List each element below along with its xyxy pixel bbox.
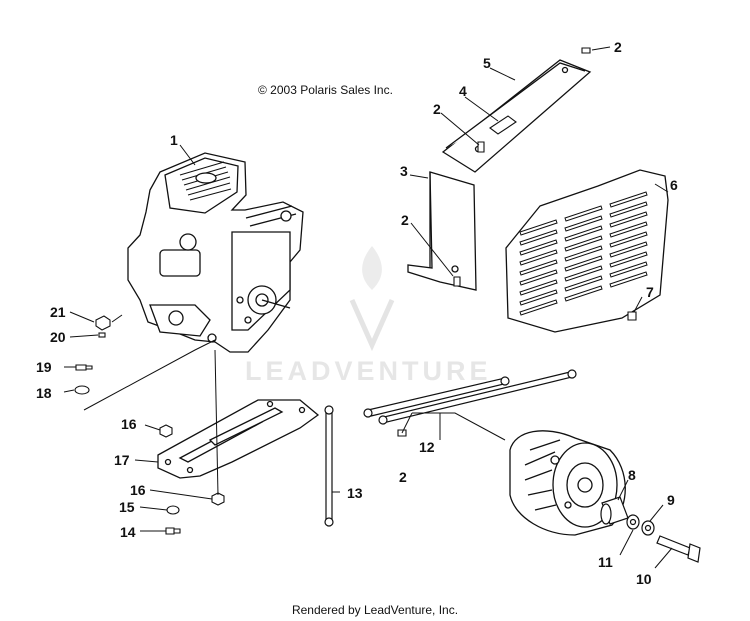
callout-2: 2 xyxy=(433,101,441,117)
engine-part-1 xyxy=(127,152,304,353)
grille-slot xyxy=(609,241,648,258)
cover-plate-part-5 xyxy=(441,59,592,173)
grille-slot xyxy=(519,289,558,306)
grille-slot xyxy=(564,285,603,302)
grille-slot xyxy=(519,239,558,256)
callout-19: 19 xyxy=(36,359,52,375)
callout-16: 16 xyxy=(121,416,137,432)
screw-part-2-bracket xyxy=(453,276,461,287)
grille-slot xyxy=(519,219,558,236)
grille-slot xyxy=(609,191,648,208)
callout-18: 18 xyxy=(36,385,52,401)
rendered-by-footer: Rendered by LeadVenture, Inc. xyxy=(291,603,459,617)
grille-slot xyxy=(609,251,648,268)
watermark-logo xyxy=(349,246,395,352)
mounting-plate-part-17 xyxy=(157,399,320,479)
grille-slot xyxy=(519,259,558,276)
grille-slot xyxy=(609,271,648,288)
grille-slot xyxy=(564,215,603,232)
grille-slot xyxy=(519,299,558,316)
callout-4: 4 xyxy=(459,83,467,99)
screw-part-7 xyxy=(627,311,637,321)
bracket-part-3 xyxy=(407,171,477,291)
bolt-part-10 xyxy=(656,535,701,563)
callout-20: 20 xyxy=(50,329,66,345)
grille-slot xyxy=(609,261,648,278)
nut-part-21 xyxy=(95,315,111,331)
grille-slot xyxy=(609,231,648,248)
callout-2: 2 xyxy=(399,469,407,485)
screw-part-2-top xyxy=(581,47,591,54)
washer-part-18 xyxy=(74,385,90,395)
callout-2: 2 xyxy=(614,39,622,55)
washer-part-15 xyxy=(166,505,180,515)
grille-slot xyxy=(609,211,648,228)
grille-slot xyxy=(564,245,603,262)
grille-slot xyxy=(609,201,648,218)
callout-5: 5 xyxy=(483,55,491,71)
bolt-part-14 xyxy=(165,527,181,535)
nut-part-16-upper xyxy=(159,424,173,438)
callout-9: 9 xyxy=(667,492,675,508)
callout-3: 3 xyxy=(400,163,408,179)
grille-screen-part-6 xyxy=(505,169,669,333)
bolt-part-19 xyxy=(75,364,93,371)
callout-labels: 1 2 2 2 2 3 4 5 6 7 8 9 10 11 12 13 14 1… xyxy=(36,39,678,587)
grille-slot xyxy=(609,221,648,238)
spacer-part-8 xyxy=(600,496,629,525)
callout-11: 11 xyxy=(598,554,613,570)
leader-lines xyxy=(63,46,673,569)
grille-slot xyxy=(519,229,558,246)
callout-21: 21 xyxy=(50,304,66,320)
copyright-notice: © 2003 Polaris Sales Inc. xyxy=(258,83,393,97)
grille-slot xyxy=(564,205,603,222)
callout-1: 1 xyxy=(170,132,178,148)
grille-slot xyxy=(564,235,603,252)
washer-part-11 xyxy=(626,514,640,530)
callout-16: 16 xyxy=(130,482,146,498)
callout-2: 2 xyxy=(401,212,409,228)
callout-10: 10 xyxy=(636,571,652,587)
washer-part-9 xyxy=(641,520,655,536)
grille-slot xyxy=(564,225,603,242)
grille-slot xyxy=(519,279,558,296)
grille-slot xyxy=(564,265,603,282)
screw-part-2-plate xyxy=(477,141,485,153)
callout-15: 15 xyxy=(119,499,135,515)
callout-7: 7 xyxy=(646,284,654,300)
callout-17: 17 xyxy=(114,452,130,468)
grille-slot xyxy=(519,269,558,286)
tie-rod-part-13 xyxy=(324,405,334,527)
grille-slot xyxy=(564,275,603,292)
callout-8: 8 xyxy=(628,467,636,483)
alternator-assembly xyxy=(509,430,626,536)
tie-rods-part-12 xyxy=(363,369,577,425)
grille-slot xyxy=(564,255,603,272)
watermark-text: LEADVENTURE xyxy=(245,356,492,386)
decal-part-4 xyxy=(489,115,517,135)
clip-part-20 xyxy=(98,332,106,338)
callout-14: 14 xyxy=(120,524,136,540)
callout-13: 13 xyxy=(347,485,363,501)
grille-slot xyxy=(519,249,558,266)
callout-6: 6 xyxy=(670,177,678,193)
callout-12: 12 xyxy=(419,439,435,455)
